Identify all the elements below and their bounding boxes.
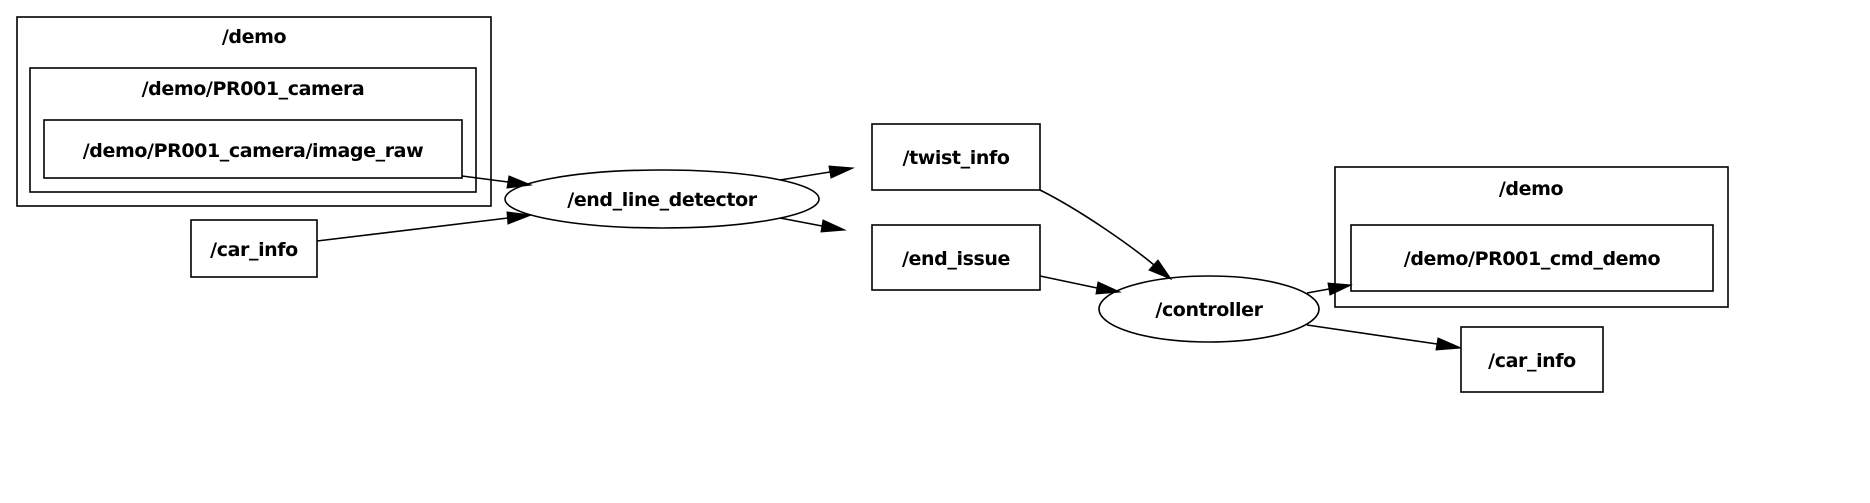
topic-image-raw[interactable]: /demo/PR001_camera/image_raw — [43, 119, 463, 179]
cluster-camera-label: /demo/PR001_camera — [142, 78, 365, 100]
topic-car-info-in-label: /car_info — [210, 239, 298, 261]
edge-controller-to-cmd-demo — [1306, 282, 1353, 296]
topic-car-info-out-label: /car_info — [1488, 350, 1576, 372]
node-end-line-detector[interactable]: /end_line_detector — [504, 169, 820, 229]
node-end-line-detector-label: /end_line_detector — [567, 189, 757, 211]
edge-end-line-detector-to-end-issue — [779, 217, 847, 233]
cluster-demo-left: /demo — [16, 16, 492, 207]
topic-cmd-demo-label: /demo/PR001_cmd_demo — [1404, 248, 1661, 270]
cluster-demo-right: /demo — [1334, 166, 1729, 308]
topic-cmd-demo[interactable]: /demo/PR001_cmd_demo — [1350, 224, 1714, 292]
edge-end-issue-to-controller — [1039, 275, 1122, 295]
edge-car-info-to-end-line-detector — [316, 211, 532, 242]
topic-twist-info-label: /twist_info — [903, 147, 1010, 169]
topic-twist-info[interactable]: /twist_info — [871, 123, 1041, 191]
node-controller[interactable]: /controller — [1098, 275, 1320, 343]
edge-controller-to-car-info-out — [1306, 324, 1462, 351]
edge-image-raw-to-end-line-detector — [461, 175, 533, 189]
cluster-demo-left-label: /demo — [222, 26, 287, 48]
edge-twist-info-to-controller — [1039, 189, 1173, 281]
topic-end-issue[interactable]: /end_issue — [871, 224, 1041, 291]
topic-car-info-out[interactable]: /car_info — [1460, 326, 1604, 393]
edge-end-line-detector-to-twist-info — [779, 165, 855, 181]
cluster-demo-right-label: /demo — [1499, 178, 1564, 200]
cluster-camera: /demo/PR001_camera — [29, 67, 477, 193]
topic-image-raw-label: /demo/PR001_camera/image_raw — [83, 140, 424, 162]
topic-car-info-in[interactable]: /car_info — [190, 219, 318, 278]
topic-end-issue-label: /end_issue — [902, 248, 1010, 270]
node-controller-label: /controller — [1155, 299, 1263, 321]
